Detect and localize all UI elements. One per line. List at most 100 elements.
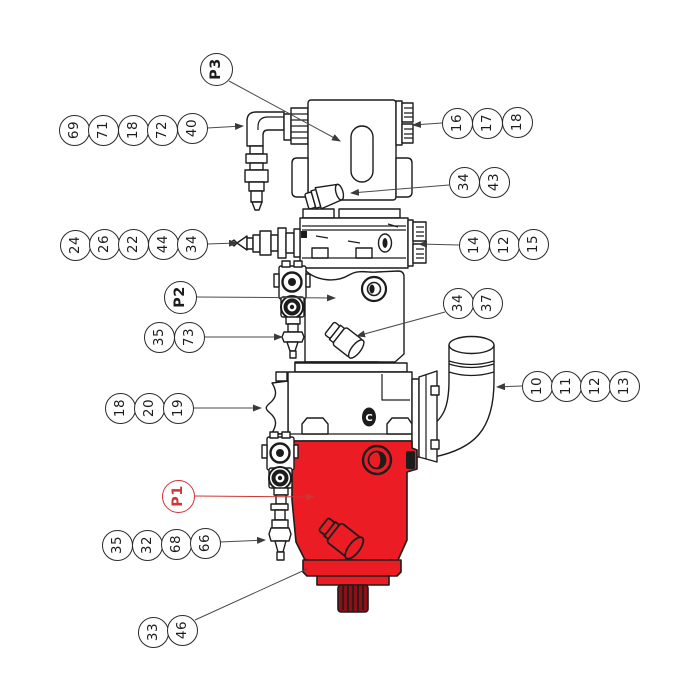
gear-housing-section: C: [265, 362, 440, 463]
callout-label: 12: [496, 235, 512, 255]
callout-balloon-24[interactable]: 24: [59, 229, 91, 261]
callout-label: 22: [125, 234, 141, 254]
callout-label: 12: [587, 376, 603, 396]
callout-balloon-20[interactable]: 20: [133, 392, 165, 424]
mounting-flange: [302, 559, 402, 577]
callout-balloon-P2[interactable]: P2: [163, 280, 197, 314]
callout-label: 43: [486, 172, 502, 192]
callout-label: 18: [125, 120, 141, 140]
callout-balloon-34[interactable]: 34: [176, 228, 208, 260]
callout-label: 35: [151, 327, 167, 347]
callout-balloon-22[interactable]: 22: [117, 228, 149, 260]
leader-line-40: [206, 122, 244, 130]
callout-balloon-14[interactable]: 14: [458, 229, 490, 261]
callout-label: 18: [112, 398, 128, 418]
callout-balloon-32[interactable]: 32: [131, 529, 163, 561]
leader-line-14: [418, 240, 460, 248]
callout-balloon-19[interactable]: 19: [162, 392, 194, 424]
callout-balloon-33[interactable]: 33: [137, 616, 169, 648]
callout-label: 32: [139, 535, 155, 555]
callout-label: 16: [449, 113, 465, 133]
callout-label: 69: [66, 120, 82, 140]
splined-shaft: [337, 584, 369, 613]
solenoid-valve-upper: [273, 260, 311, 359]
callout-label: P2: [172, 286, 188, 308]
leader-line-10: [496, 383, 523, 391]
callout-label: 37: [479, 293, 495, 313]
leader-line-34: [206, 239, 238, 247]
callout-balloon-12[interactable]: 12: [488, 229, 520, 261]
leader-line-46: [194, 568, 308, 621]
callout-balloon-18[interactable]: 18: [501, 106, 533, 138]
callout-label: 40: [184, 118, 200, 138]
callout-balloon-17[interactable]: 17: [471, 107, 503, 139]
callout-label: 26: [96, 234, 112, 254]
plug-upper: [304, 183, 345, 210]
callout-label: 72: [154, 120, 170, 140]
plug-mid: [324, 321, 365, 359]
leader-line-34: [356, 311, 446, 338]
callout-label: 11: [558, 376, 574, 396]
callout-label: 15: [525, 234, 541, 254]
callout-balloon-13[interactable]: 13: [608, 370, 640, 402]
callout-balloon-12[interactable]: 12: [579, 370, 611, 402]
callout-label: 14: [466, 235, 482, 255]
callout-balloon-69[interactable]: 69: [58, 114, 90, 146]
p1-pump-body-highlighted: [291, 440, 418, 613]
callout-balloon-73[interactable]: 73: [173, 321, 205, 353]
callout-balloon-35[interactable]: 35: [101, 529, 133, 561]
top-valve-block: [291, 99, 414, 201]
callout-balloon-34[interactable]: 34: [442, 287, 474, 319]
callout-label: P1: [170, 485, 186, 507]
plug-lower: [318, 517, 365, 560]
callout-label: 66: [197, 533, 213, 553]
callout-balloon-44[interactable]: 44: [147, 228, 179, 260]
callout-balloon-P3[interactable]: P3: [199, 52, 233, 86]
leader-line-P3: [228, 80, 341, 142]
housing-port-marking: C: [365, 413, 372, 424]
callout-label: 35: [109, 535, 125, 555]
callout-label: 34: [450, 293, 466, 313]
callout-label: 24: [67, 235, 83, 255]
callout-label: 34: [456, 172, 472, 192]
leader-line-P1: [193, 493, 315, 501]
callout-label: 19: [170, 398, 186, 418]
leader-line-16: [412, 120, 443, 128]
callout-label: 20: [141, 398, 157, 418]
callout-balloon-71[interactable]: 71: [87, 114, 119, 146]
callout-label: 13: [616, 376, 632, 396]
callout-balloon-34[interactable]: 34: [448, 166, 480, 198]
callout-balloon-P1[interactable]: P1: [161, 479, 195, 513]
callout-balloon-35[interactable]: 35: [143, 321, 175, 353]
suction-elbow-tube: [423, 335, 495, 458]
callout-balloon-46[interactable]: 46: [166, 614, 198, 646]
callout-balloon-68[interactable]: 68: [160, 528, 192, 560]
callout-balloon-18[interactable]: 18: [104, 392, 136, 424]
callout-label: P3: [208, 58, 224, 80]
callout-balloon-15[interactable]: 15: [517, 228, 549, 260]
leader-line-66: [219, 536, 266, 544]
callout-balloon-66[interactable]: 66: [189, 527, 221, 559]
callout-balloon-11[interactable]: 11: [550, 370, 582, 402]
callout-balloon-40[interactable]: 40: [176, 112, 208, 144]
callout-balloon-26[interactable]: 26: [88, 228, 120, 260]
callout-label: 44: [155, 234, 171, 254]
callout-balloon-43[interactable]: 43: [478, 166, 510, 198]
callout-balloon-18[interactable]: 18: [117, 114, 149, 146]
callout-balloon-37[interactable]: 37: [471, 287, 503, 319]
cone-fitting-assembly: [229, 227, 301, 259]
callout-label: 71: [95, 120, 111, 140]
callout-balloon-16[interactable]: 16: [441, 107, 473, 139]
callout-label: 33: [145, 622, 161, 642]
callout-label: 17: [479, 113, 495, 133]
callout-label: 34: [184, 234, 200, 254]
callout-label: 10: [529, 376, 545, 396]
callout-balloon-72[interactable]: 72: [146, 114, 178, 146]
leader-line-P2: [195, 294, 336, 302]
callout-label: 46: [174, 620, 190, 640]
callout-balloon-10[interactable]: 10: [521, 370, 553, 402]
leader-line-34: [350, 184, 450, 196]
